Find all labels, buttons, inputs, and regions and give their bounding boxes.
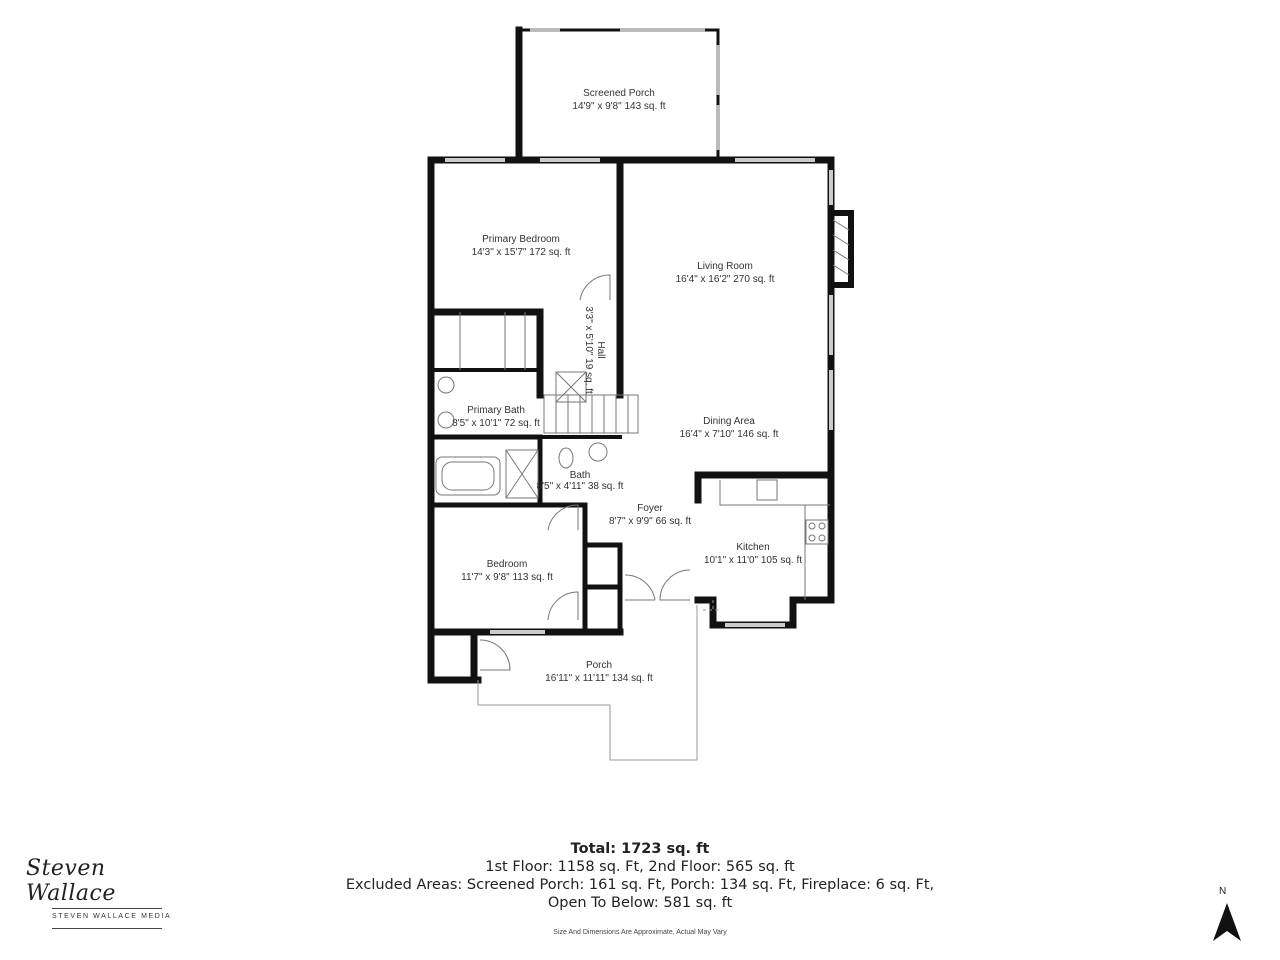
- fireplace-hatch: [832, 219, 850, 276]
- kitchen-name: Kitchen: [736, 542, 769, 553]
- sink: [588, 442, 608, 462]
- area-summary: Total: 1723 sq. ft 1st Floor: 1158 sq. F…: [330, 840, 950, 912]
- dining-area-dims: 16'4" x 7'10" 146 sq. ft: [680, 429, 779, 440]
- door-swing: [624, 574, 656, 601]
- porch-step: [703, 600, 720, 611]
- compass: N: [1208, 886, 1248, 946]
- bathtub: [435, 456, 501, 496]
- stove: [805, 519, 829, 545]
- logo-signature: Steven Wallace: [26, 856, 116, 906]
- bath-name: Bath: [570, 470, 591, 481]
- north-label: N: [1219, 886, 1227, 897]
- shower: [505, 449, 539, 499]
- primary-bath-name: Primary Bath: [467, 405, 525, 416]
- sink: [437, 411, 455, 429]
- wall: [694, 471, 835, 629]
- wall: [427, 156, 482, 684]
- fixtures: [435, 28, 850, 761]
- wall: [427, 628, 478, 684]
- primary-bedroom-name: Primary Bedroom: [482, 234, 560, 245]
- stairs: [543, 394, 639, 434]
- porch-dims: 16'11" x 11'11" 134 sq. ft: [545, 673, 653, 684]
- total-area: Total: 1723 sq. ft: [570, 841, 710, 857]
- wall: [427, 308, 544, 399]
- bedroom-name: Bedroom: [487, 559, 528, 570]
- burner: [818, 534, 826, 542]
- burner: [808, 522, 816, 530]
- disclaimer: Size And Dimensions Are Approximate, Act…: [553, 929, 727, 936]
- burner: [808, 534, 816, 542]
- kitchen-counter: [719, 480, 830, 600]
- dining-area-name: Dining Area: [703, 416, 755, 427]
- kitchen-dims: 10'1" x 11'0" 105 sq. ft: [704, 555, 802, 566]
- living-room-dims: 16'4" x 16'2" 270 sq. ft: [676, 274, 775, 285]
- bathtub-inner: [441, 461, 495, 491]
- primary-bedroom-dims: 14'3" x 15'7" 172 sq. ft: [472, 247, 571, 258]
- room-labels: Screened Porch 14'9" x 9'8" 143 sq. ft P…: [452, 88, 802, 684]
- living-room-name: Living Room: [697, 261, 753, 272]
- hall-dims: 3'3" x 5'10" 19 sq. ft: [583, 306, 594, 394]
- door-swing: [579, 274, 611, 301]
- screened-porch-name: Screened Porch: [583, 88, 655, 99]
- window: [490, 623, 785, 634]
- screened-porch-dims: 14'9" x 9'8" 143 sq. ft: [572, 101, 665, 112]
- open-to-below: Open To Below: 581 sq. ft: [547, 895, 733, 911]
- wall: [428, 434, 543, 508]
- door-swing: [479, 639, 511, 671]
- primary-bath-dims: 8'5" x 10'1" 72 sq. ft: [452, 418, 540, 429]
- logo-divider: [52, 928, 162, 929]
- company-logo: Steven Wallace STEVEN WALLACE MEDIA: [22, 850, 182, 940]
- bath-dims: 8'5" x 4'11" 38 sq. ft: [537, 481, 624, 492]
- bedroom-dims: 11'7" x 9'8" 113 sq. ft: [461, 572, 553, 583]
- shower-drain-lines: [555, 371, 587, 403]
- floor-areas: 1st Floor: 1158 sq. Ft, 2nd Floor: 565 s…: [485, 859, 795, 875]
- logo-company-name: STEVEN WALLACE MEDIA: [52, 913, 172, 920]
- shower: [555, 371, 587, 403]
- kitchen-sink: [756, 479, 778, 501]
- door-swing: [547, 504, 579, 531]
- shower-drain-lines: [505, 449, 539, 499]
- porch-outline: [477, 605, 698, 761]
- porch-name: Porch: [586, 660, 612, 671]
- wall: [828, 210, 854, 288]
- north-arrow-icon: [1213, 903, 1241, 941]
- toilet: [558, 447, 574, 469]
- hall-name: Hall: [595, 341, 606, 358]
- logo-divider: [52, 908, 162, 909]
- floor-plan: Screened Porch 14'9" x 9'8" 143 sq. ft P…: [427, 26, 854, 761]
- excluded-areas: Excluded Areas: Screened Porch: 161 sq. …: [345, 877, 935, 893]
- sink: [437, 376, 455, 394]
- foyer-name: Foyer: [637, 503, 663, 514]
- door-swing: [659, 569, 691, 601]
- burner: [818, 522, 826, 530]
- closet-lines: [459, 312, 526, 370]
- foyer-dims: 8'7" x 9'9" 66 sq. ft: [609, 516, 691, 527]
- stair-treads: [555, 395, 629, 433]
- door-swing: [547, 591, 579, 621]
